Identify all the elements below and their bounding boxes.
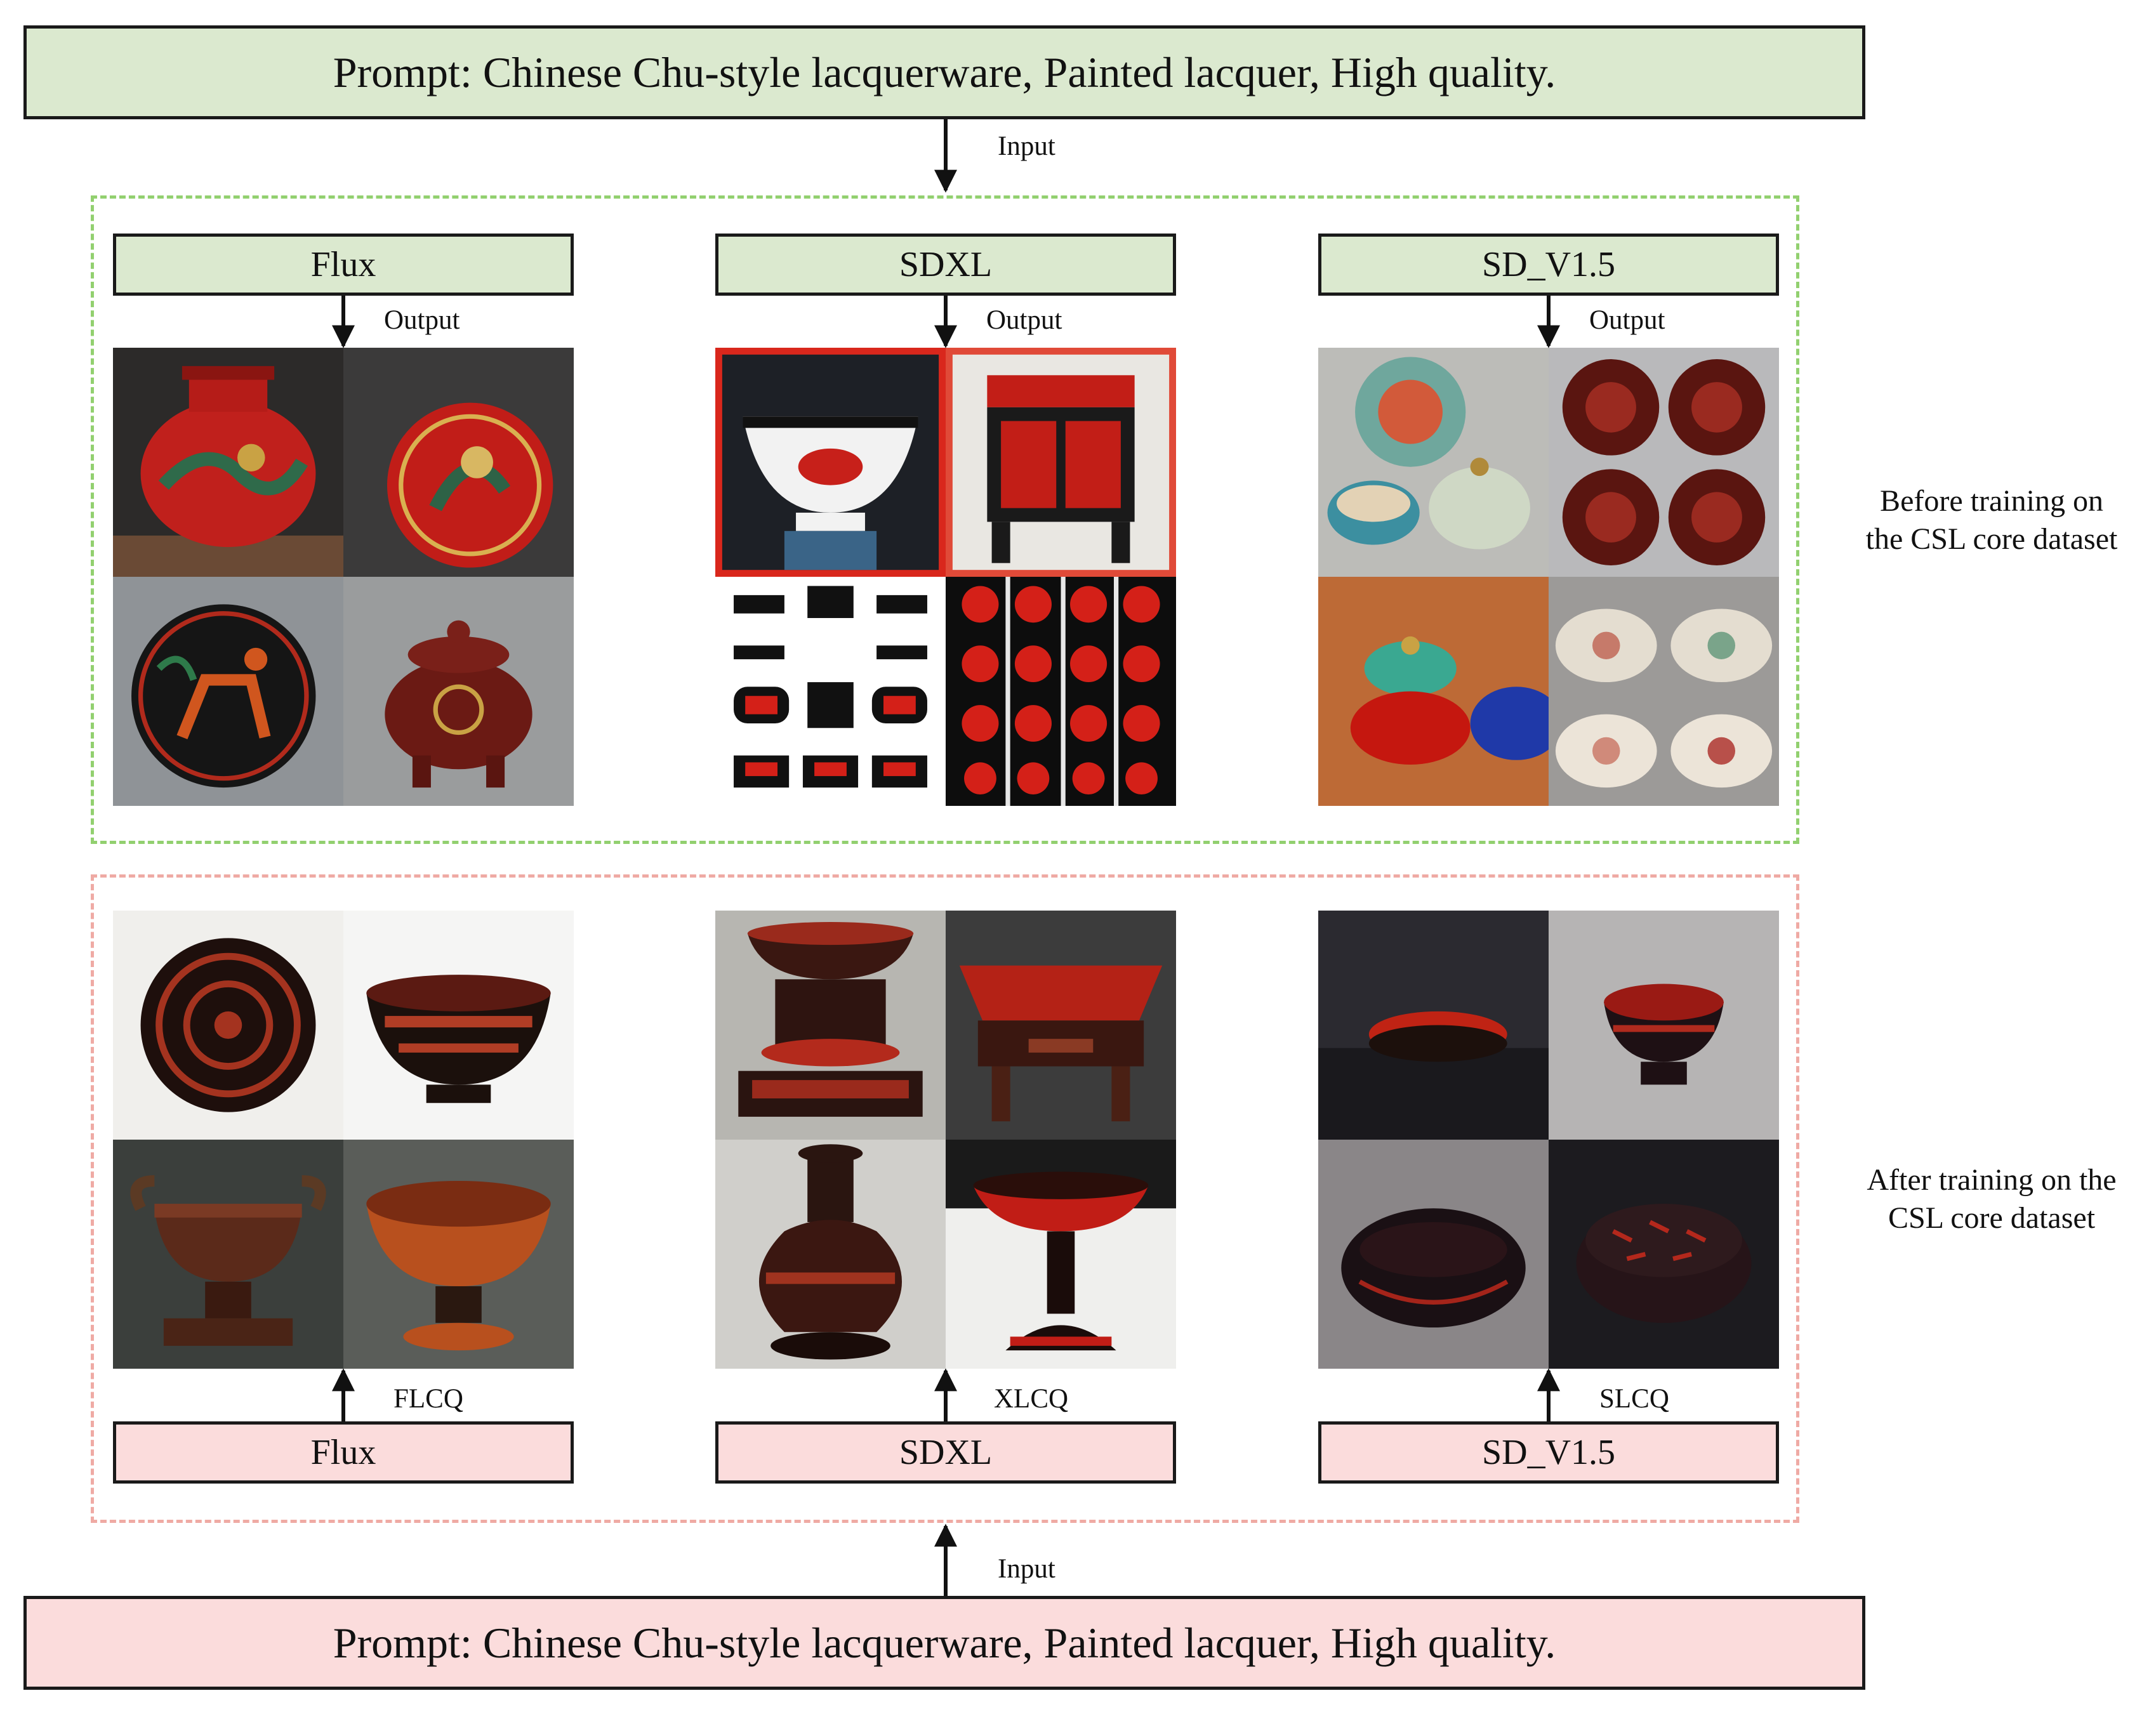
red-lidded-censer-image [343,577,574,806]
red-cabinet-image [946,348,1176,577]
model-box-flux-before: Flux [113,234,574,296]
bronze-ding-vessel-image [113,1140,343,1369]
black-round-bowl-image [1318,1140,1549,1369]
output-label-sdv15: Output [1589,305,1665,335]
red-black-stem-cup-image [946,1140,1176,1369]
image-grid-sdv15-after [1318,911,1779,1369]
model-label: SD_V1.5 [1481,245,1616,284]
image-grid-flux-after [113,911,574,1369]
image-grid-sdxl-after [715,911,1176,1369]
red-dragon-plate-image [343,348,574,577]
red-dragon-vase-image [113,348,343,577]
stacked-lacquer-vessel-image [715,911,946,1140]
finetuned-label-flcq: FLCQ [394,1384,463,1414]
model-box-sdv15-before: SD_V1.5 [1318,234,1779,296]
dark-red-plates-image [1549,348,1779,577]
before-training-note: Before training on the CSL core dataset [1865,484,2118,556]
output-label-flux: Output [384,305,460,335]
model-label: Flux [310,245,376,284]
finetuned-label-slcq: SLCQ [1599,1384,1669,1414]
model-label: SDXL [899,1433,993,1472]
model-label: SD_V1.5 [1481,1433,1616,1472]
red-lacquer-tray-stand-image [946,911,1176,1140]
after-training-frame [91,874,1799,1523]
black-footed-bowl-image [1549,911,1779,1140]
model-label: SDXL [899,245,993,284]
black-chu-plate-image [113,911,343,1140]
model-box-sdv15-after: SD_V1.5 [1318,1421,1779,1484]
prompt-text-top: Prompt: Chinese Chu-style lacquerware, P… [333,48,1556,96]
finetuned-label-xlcq: XLCQ [994,1384,1069,1414]
porcelain-bowls-image [1318,348,1549,577]
before-training-frame [91,195,1799,844]
image-grid-sdv15-before [1318,348,1779,806]
prompt-box-top: Prompt: Chinese Chu-style lacquerware, P… [23,25,1865,119]
prompt-text-bottom: Prompt: Chinese Chu-style lacquerware, P… [333,1618,1556,1667]
input-label-bottom: Input [998,1554,1055,1584]
image-grid-flux-before [113,348,574,806]
white-porcelain-boxes-image [1549,577,1779,806]
black-lidded-box-image [1549,1140,1779,1369]
image-grid-sdxl-before [715,348,1176,806]
red-lantern-pattern-image [946,577,1176,806]
model-box-sdxl-after: SDXL [715,1421,1176,1484]
output-label-sdxl: Output [986,305,1062,335]
colorful-lidded-bowls-image [1318,577,1549,806]
after-training-note: After training on the CSL core dataset [1867,1163,2117,1235]
model-box-flux-after: Flux [113,1421,574,1484]
prompt-box-bottom: Prompt: Chinese Chu-style lacquerware, P… [23,1596,1865,1690]
red-inner-dish-image [1318,911,1549,1140]
white-bowl-image [715,348,946,577]
black-vessel-icons-image [715,577,946,806]
black-chu-bowl-image [343,911,574,1140]
black-deer-plate-image [113,577,343,806]
model-box-sdxl-before: SDXL [715,234,1176,296]
input-label-top: Input [998,131,1055,161]
orange-pattern-bowl-image [343,1140,574,1369]
black-lacquer-vase-image [715,1140,946,1369]
model-label: Flux [310,1433,376,1472]
